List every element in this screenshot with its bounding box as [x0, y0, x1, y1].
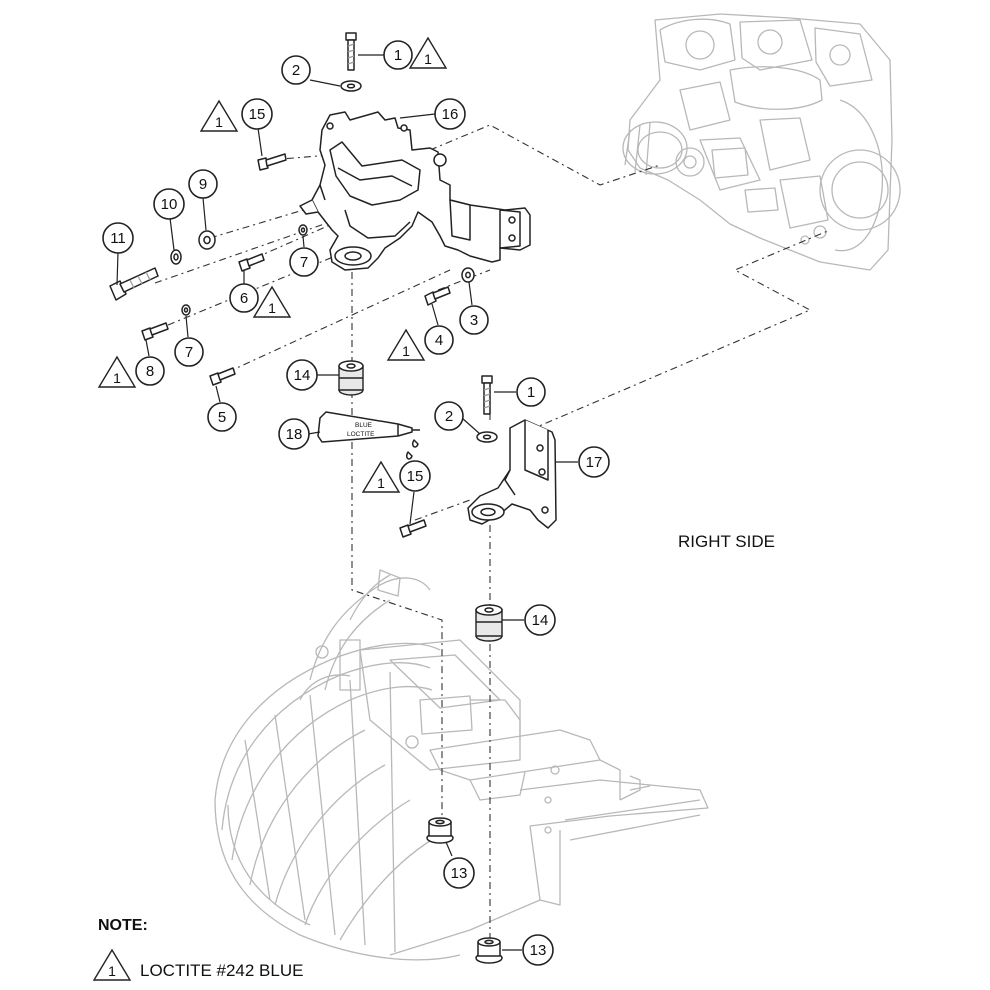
callout-1-lower: 1	[516, 377, 546, 407]
svg-text:1: 1	[394, 47, 402, 64]
svg-text:1: 1	[402, 343, 410, 359]
callout-3: 3	[459, 305, 489, 335]
tube-text-line2: LOCTITE	[347, 431, 375, 438]
callout-13-upper: 13	[443, 857, 475, 889]
leader-lines	[116, 54, 578, 951]
right-side-label: RIGHT SIDE	[678, 532, 775, 551]
note-legend: NOTE: 1 LOCTITE #242 BLUE	[92, 917, 303, 981]
svg-text:1: 1	[108, 963, 116, 979]
warning-triangle-4: 1	[386, 328, 426, 361]
svg-text:15: 15	[407, 468, 424, 485]
callout-5: 5	[207, 402, 237, 432]
svg-text:2: 2	[445, 408, 453, 425]
svg-text:1: 1	[268, 300, 276, 316]
svg-text:8: 8	[146, 363, 154, 380]
svg-text:18: 18	[286, 426, 303, 443]
note-title: NOTE:	[98, 917, 148, 934]
bolt-11	[109, 267, 159, 301]
callout-15-top: 15	[241, 98, 273, 130]
svg-text:1: 1	[215, 114, 223, 130]
callout-17: 17	[578, 446, 610, 478]
svg-text:2: 2	[292, 62, 300, 79]
svg-text:17: 17	[586, 454, 603, 471]
washer-7-upper	[298, 224, 308, 236]
bolt-8	[141, 322, 169, 341]
callout-9: 9	[188, 169, 218, 199]
warning-triangle-1: 1	[408, 36, 448, 69]
bolt-4	[424, 286, 451, 306]
tube-text-line1: BLUE	[355, 422, 373, 429]
warning-triangle-2: 1	[199, 99, 239, 132]
isolator-14-lower	[475, 604, 503, 642]
svg-text:3: 3	[470, 312, 478, 329]
callout-14-upper: 14	[286, 359, 318, 391]
isolator-14-upper	[338, 360, 364, 396]
callout-2-lower: 2	[434, 401, 464, 431]
callout-7-lower: 7	[174, 337, 204, 367]
legend-warning-triangle: 1	[92, 948, 132, 981]
svg-text:5: 5	[218, 409, 226, 426]
engine-mount-bracket-17	[467, 419, 557, 529]
callout-11: 11	[102, 222, 134, 254]
callout-18: 18	[278, 418, 310, 450]
washer-2-top	[340, 80, 362, 92]
svg-text:7: 7	[300, 254, 308, 271]
svg-text:6: 6	[240, 290, 248, 307]
alternator	[622, 121, 705, 177]
bolt-1-lower	[481, 375, 493, 415]
callout-14-lower: 14	[524, 604, 556, 636]
svg-text:10: 10	[161, 196, 178, 213]
svg-text:1: 1	[424, 51, 432, 67]
engine-illustration	[622, 13, 901, 271]
svg-text:14: 14	[294, 367, 311, 384]
warning-triangle-5: 1	[97, 355, 137, 388]
warning-triangle-3: 1	[252, 285, 292, 318]
washer-7-lower	[181, 304, 191, 316]
callout-4: 4	[424, 325, 454, 355]
washer-2-lower	[476, 431, 498, 443]
svg-text:14: 14	[532, 612, 549, 629]
warning-triangle-6: 1	[361, 460, 401, 493]
callout-13-lower: 13	[522, 934, 554, 966]
svg-text:16: 16	[442, 106, 459, 123]
washer-9	[198, 230, 216, 250]
svg-text:1: 1	[377, 475, 385, 491]
callout-6: 6	[229, 283, 259, 313]
callout-1-top: 1	[383, 40, 413, 70]
svg-text:1: 1	[527, 384, 535, 401]
callout-16: 16	[434, 98, 466, 130]
nut-13-lower	[475, 937, 503, 964]
svg-text:15: 15	[249, 106, 266, 123]
bolt-15-lower	[399, 519, 427, 538]
bolt-6	[238, 253, 265, 272]
nut-13-upper	[426, 817, 454, 844]
callout-2-top: 2	[281, 55, 311, 85]
svg-text:9: 9	[199, 176, 207, 193]
svg-text:1: 1	[113, 370, 121, 386]
svg-text:13: 13	[451, 865, 468, 882]
bolt-15-top	[257, 153, 287, 171]
callout-8: 8	[135, 356, 165, 386]
svg-text:4: 4	[435, 332, 443, 349]
callout-7-upper: 7	[289, 247, 319, 277]
bolt-1-top	[345, 32, 357, 71]
engine-mount-bracket-16	[299, 111, 531, 271]
svg-text:11: 11	[110, 230, 126, 247]
callout-10: 10	[153, 188, 185, 220]
loctite-tube-18: BLUE LOCTITE	[317, 411, 420, 460]
callout-15-lower: 15	[399, 460, 431, 492]
legend-text: LOCTITE #242 BLUE	[140, 961, 303, 980]
lock-washer-10	[170, 249, 182, 265]
svg-text:13: 13	[530, 942, 547, 959]
svg-text:7: 7	[185, 344, 193, 361]
mower-frame-illustration	[214, 569, 709, 961]
washer-3	[461, 267, 475, 283]
bolt-5	[209, 367, 236, 386]
assembly-lines	[154, 124, 831, 940]
